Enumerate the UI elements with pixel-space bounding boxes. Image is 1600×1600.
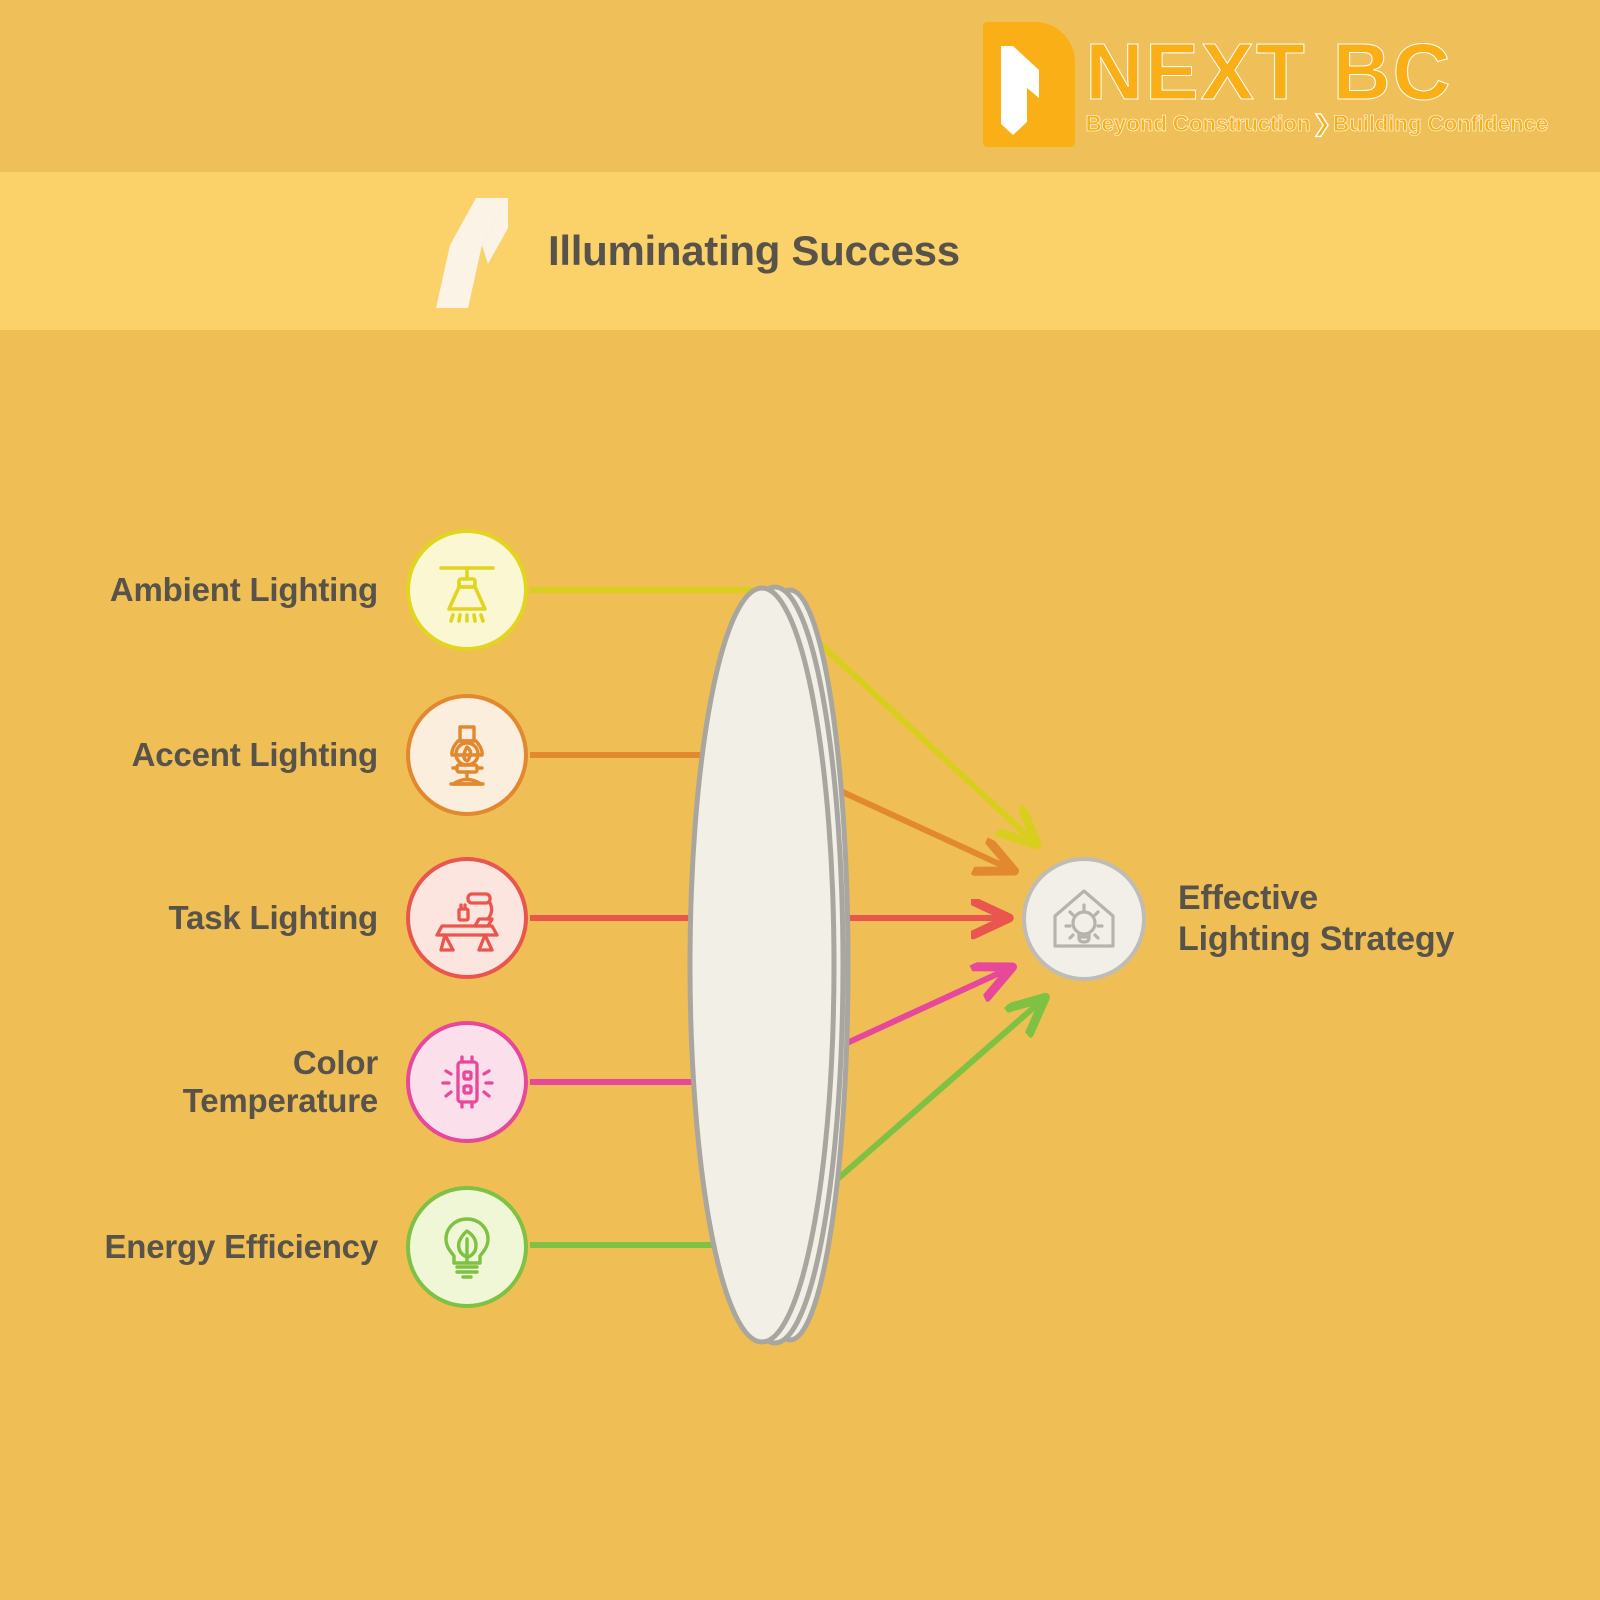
tagline-right: Building Confidence [1333,111,1549,137]
diagram-canvas: Ambient Lighting [0,330,1600,1600]
edge-accent-lighting [530,752,1008,868]
node-label-accent-lighting: Accent Lighting [131,735,379,773]
brand-name-secondary: BC [1332,27,1453,116]
oil-lantern-icon [449,725,485,786]
node-accent-lighting[interactable]: Accent Lighting [58,694,528,816]
node-icon-circle-effective-lighting-strategy[interactable] [1022,857,1146,981]
node-color-temperature[interactable]: Color Temperature [58,1021,528,1143]
node-label-effective-lighting-strategy: Effective Lighting Strategy [1178,878,1454,960]
desk-task-lamp-icon [435,892,499,952]
leaf-bulb-icon [444,1217,490,1279]
brand-tagline: Beyond Construction ❯ Building Confidenc… [1085,111,1548,137]
house-bulb-icon [1053,889,1115,948]
node-icon-circle-energy-efficiency[interactable] [406,1186,528,1308]
double-chevron-ribbon-icon [432,198,518,313]
node-icon-circle-task-lighting[interactable] [406,857,528,979]
edge-color-temperature [530,970,1006,1085]
node-label-color-temperature: Color Temperature [58,1044,406,1121]
node-label-ambient-lighting: Ambient Lighting [109,570,378,608]
target-label-line2: Lighting Strategy [1178,920,1455,958]
node-icon-circle-color-temperature[interactable] [406,1021,528,1143]
page-title: Illuminating Success [548,227,960,274]
node-icon-circle-ambient-lighting[interactable] [406,529,528,651]
edge-ambient-lighting [530,587,1032,840]
node-label-energy-efficiency: Energy Efficiency [104,1227,378,1265]
tagline-left: Beyond Construction [1085,111,1311,137]
node-energy-efficiency[interactable]: Energy Efficiency [58,1186,528,1308]
node-effective-lighting-strategy[interactable]: Effective Lighting Strategy [1022,857,1454,981]
node-ambient-lighting[interactable]: Ambient Lighting [58,529,528,651]
led-chip-icon [441,1055,494,1109]
next-bc-logo-mark-icon [983,22,1076,147]
brand-name-primary: NEXT [1085,27,1307,116]
edge-energy-efficiency [530,1002,1040,1248]
title-band: Illuminating Success [0,172,1600,330]
node-label-task-lighting: Task Lighting [168,898,379,936]
tagline-separator-icon: ❯ [1312,111,1332,137]
node-label-color-temperature-line1: Color [292,1043,378,1081]
target-label-line1: Effective [1178,879,1318,918]
pendant-ceiling-lamp-icon [439,566,495,623]
node-label-color-temperature-line2: Temperature [182,1082,378,1119]
node-task-lighting[interactable]: Task Lighting [58,857,528,979]
node-icon-circle-accent-lighting[interactable] [406,694,528,816]
